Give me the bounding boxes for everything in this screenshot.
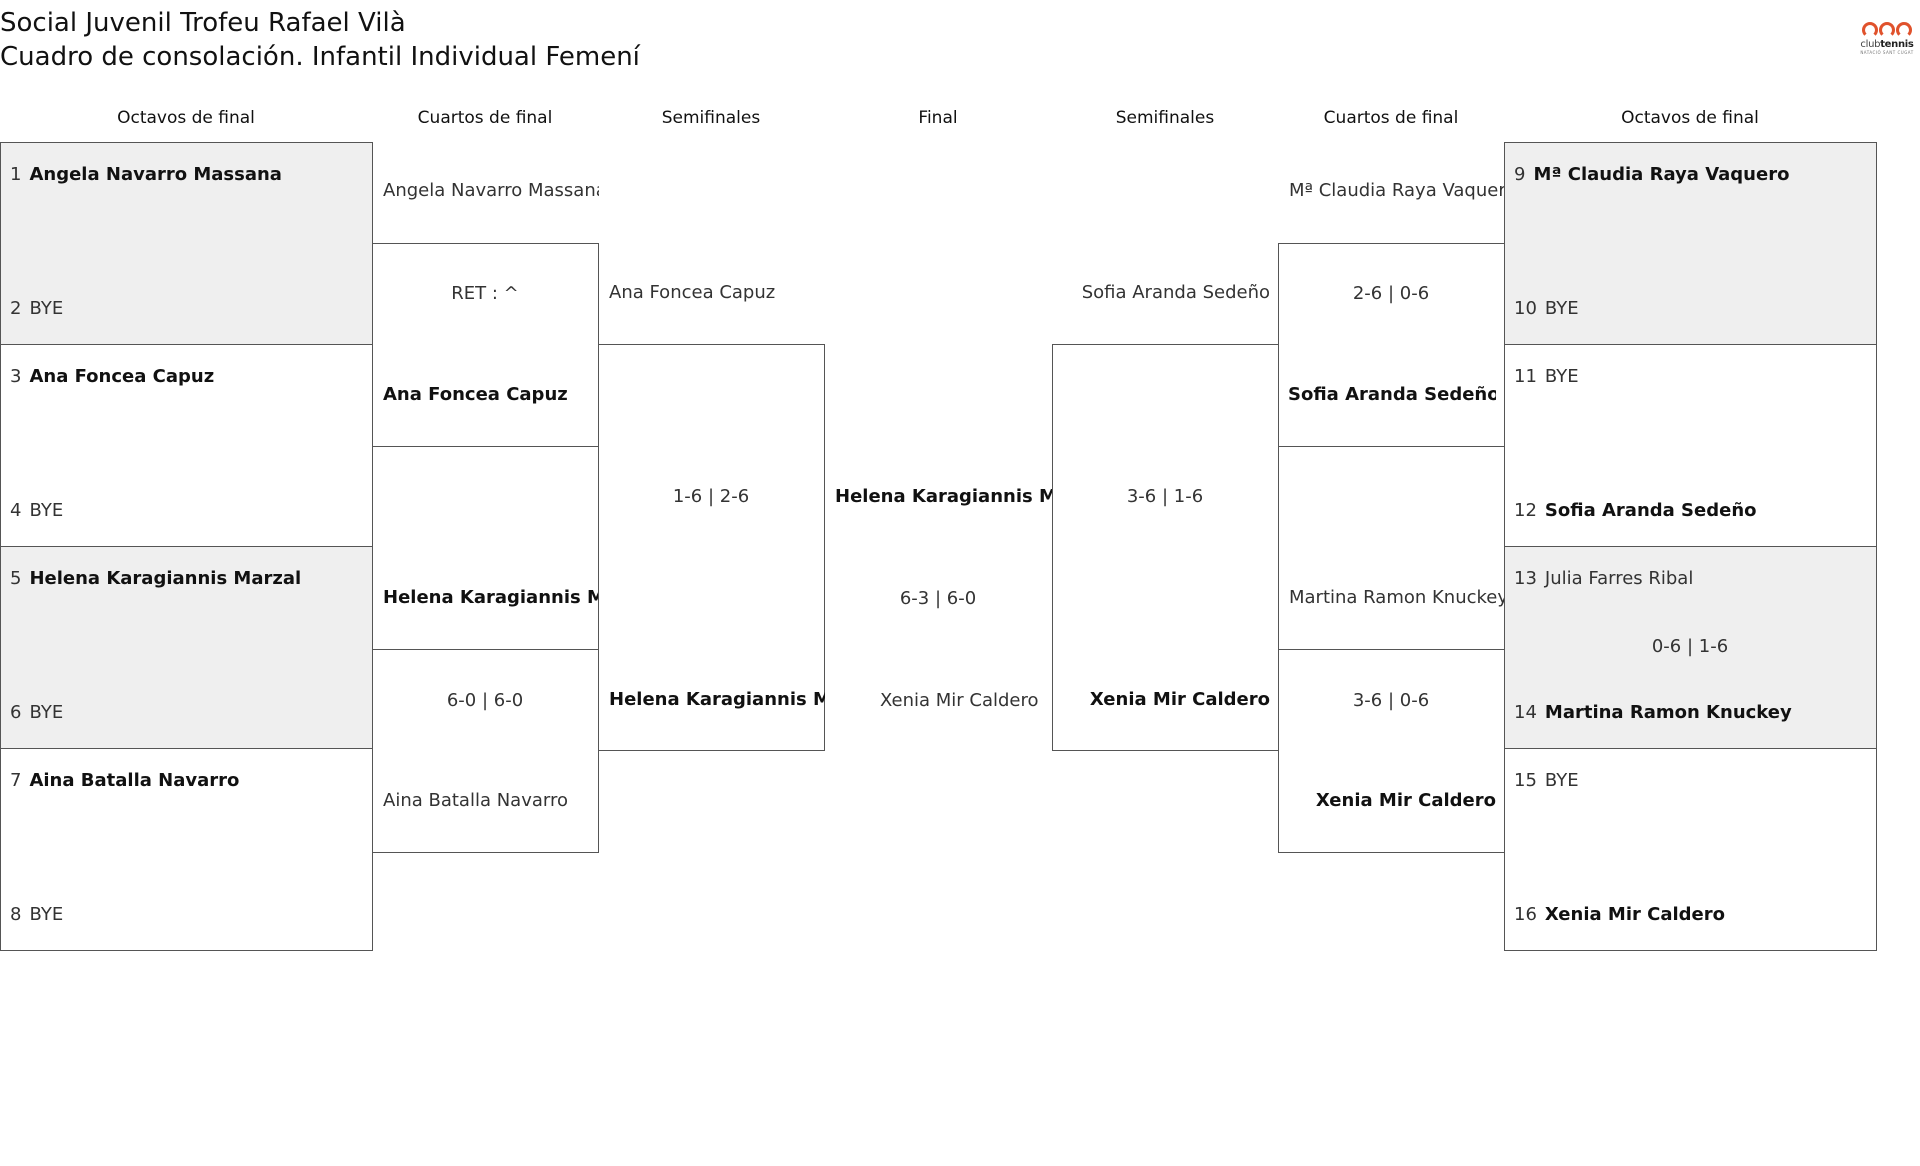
right-r16-match-3	[1504, 546, 1877, 749]
left-qf-player-2: Ana Foncea Capuz	[383, 384, 568, 405]
right-r16-match-1	[1504, 142, 1877, 345]
left-qf-player-4: Aina Batalla Navarro	[383, 790, 568, 811]
left-sf-player-1: Ana Foncea Capuz	[609, 282, 776, 303]
left-sf-match	[598, 344, 825, 751]
right-sf-player-1: Sofia Aranda Sedeño	[1081, 282, 1270, 303]
left-qf-match-1	[372, 243, 599, 447]
header-right-sf: Semifinales	[1115, 108, 1215, 128]
right-qf-player-1: Mª Claudia Raya Vaquero	[1289, 180, 1505, 201]
left-qf-player-3: Helena Karagiannis Marzal	[383, 587, 599, 608]
final-score: 6-3 | 6-0	[899, 588, 977, 609]
right-qf-match-2	[1278, 649, 1505, 853]
club-logo: clubtennis NATACIÓ SANT CUGAT	[1858, 22, 1916, 62]
right-qf-player-3: Martina Ramon Knuckey	[1289, 587, 1505, 608]
header-right-qf: Cuartos de final	[1323, 108, 1459, 128]
right-sf-player-2: Xenia Mir Caldero	[1089, 689, 1270, 710]
right-qf-score-1: 2-6 | 0-6	[1352, 283, 1430, 304]
right-sf-match	[1052, 344, 1279, 751]
header-right-r16: Octavos de final	[1621, 108, 1759, 128]
right-qf-player-2: Sofia Aranda Sedeño	[1288, 384, 1496, 405]
left-qf-match-2	[372, 649, 599, 853]
left-qf-player-1: Angela Navarro Massana	[383, 180, 599, 201]
left-qf-score-1: RET : ^	[451, 283, 519, 304]
right-qf-player-4: Xenia Mir Caldero	[1315, 790, 1496, 811]
logo-rings-icon	[1858, 22, 1916, 38]
left-r16-match-1	[0, 142, 373, 345]
right-r16-match-4	[1504, 748, 1877, 951]
header-left-qf: Cuartos de final	[417, 108, 553, 128]
final-player-2: Xenia Mir Caldero	[880, 690, 1039, 711]
page-subtitle: Cuadro de consolación. Infantil Individu…	[0, 42, 640, 72]
left-sf-score: 1-6 | 2-6	[672, 486, 750, 507]
page-title: Social Juvenil Trofeu Rafael Vilà	[0, 8, 406, 38]
right-r16-score-7: 0-6 | 1-6	[1651, 636, 1729, 657]
final-player-1: Helena Karagiannis Marzal	[835, 486, 1052, 507]
right-qf-score-2: 3-6 | 0-6	[1352, 690, 1430, 711]
right-qf-match-1	[1278, 243, 1505, 447]
left-r16-match-3	[0, 546, 373, 749]
header-left-sf: Semifinales	[661, 108, 761, 128]
header-final: Final	[918, 108, 958, 128]
left-sf-player-2: Helena Karagiannis Marzal	[609, 689, 825, 710]
left-qf-score-2: 6-0 | 6-0	[446, 690, 524, 711]
logo-brand-text: clubtennis	[1860, 39, 1914, 50]
right-sf-score: 3-6 | 1-6	[1126, 486, 1204, 507]
logo-subtext: NATACIÓ SANT CUGAT	[1860, 50, 1914, 55]
header-left-r16: Octavos de final	[117, 108, 255, 128]
